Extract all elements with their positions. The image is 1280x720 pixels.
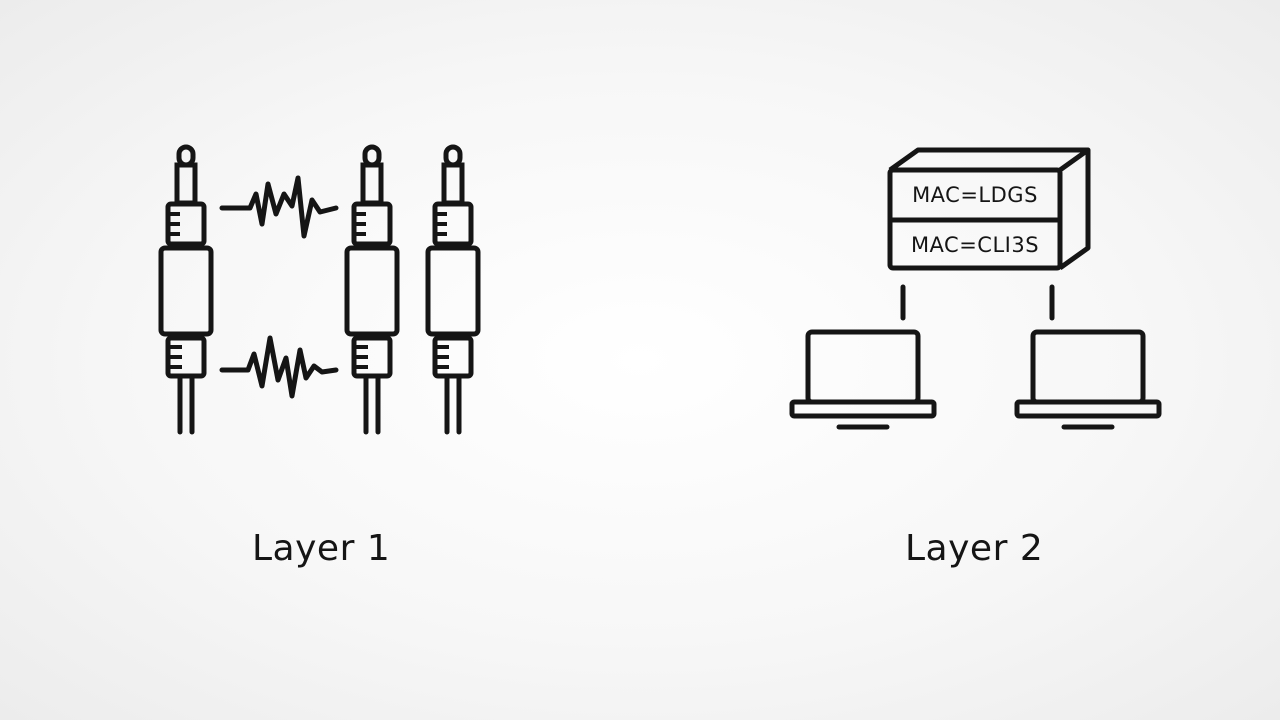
- signal-wave-icon: [219, 335, 339, 399]
- audio-jack-cable-icon: [347, 147, 397, 432]
- audio-jack-cable-icon: [161, 147, 211, 432]
- signal-wave-icon: [219, 175, 339, 239]
- audio-jack-cable-icon: [428, 147, 478, 432]
- mac-entry-2: MAC=CLI3S: [911, 233, 1039, 257]
- layer-1-label: Layer 1: [252, 528, 391, 569]
- laptop-icon: [792, 332, 934, 427]
- mac-entry-1: MAC=LDGS: [912, 183, 1038, 207]
- laptop-icon: [1017, 332, 1159, 427]
- layer-2-label: Layer 2: [905, 528, 1044, 569]
- switch-box-icon: MAC=LDGS MAC=CLI3S: [887, 147, 1091, 271]
